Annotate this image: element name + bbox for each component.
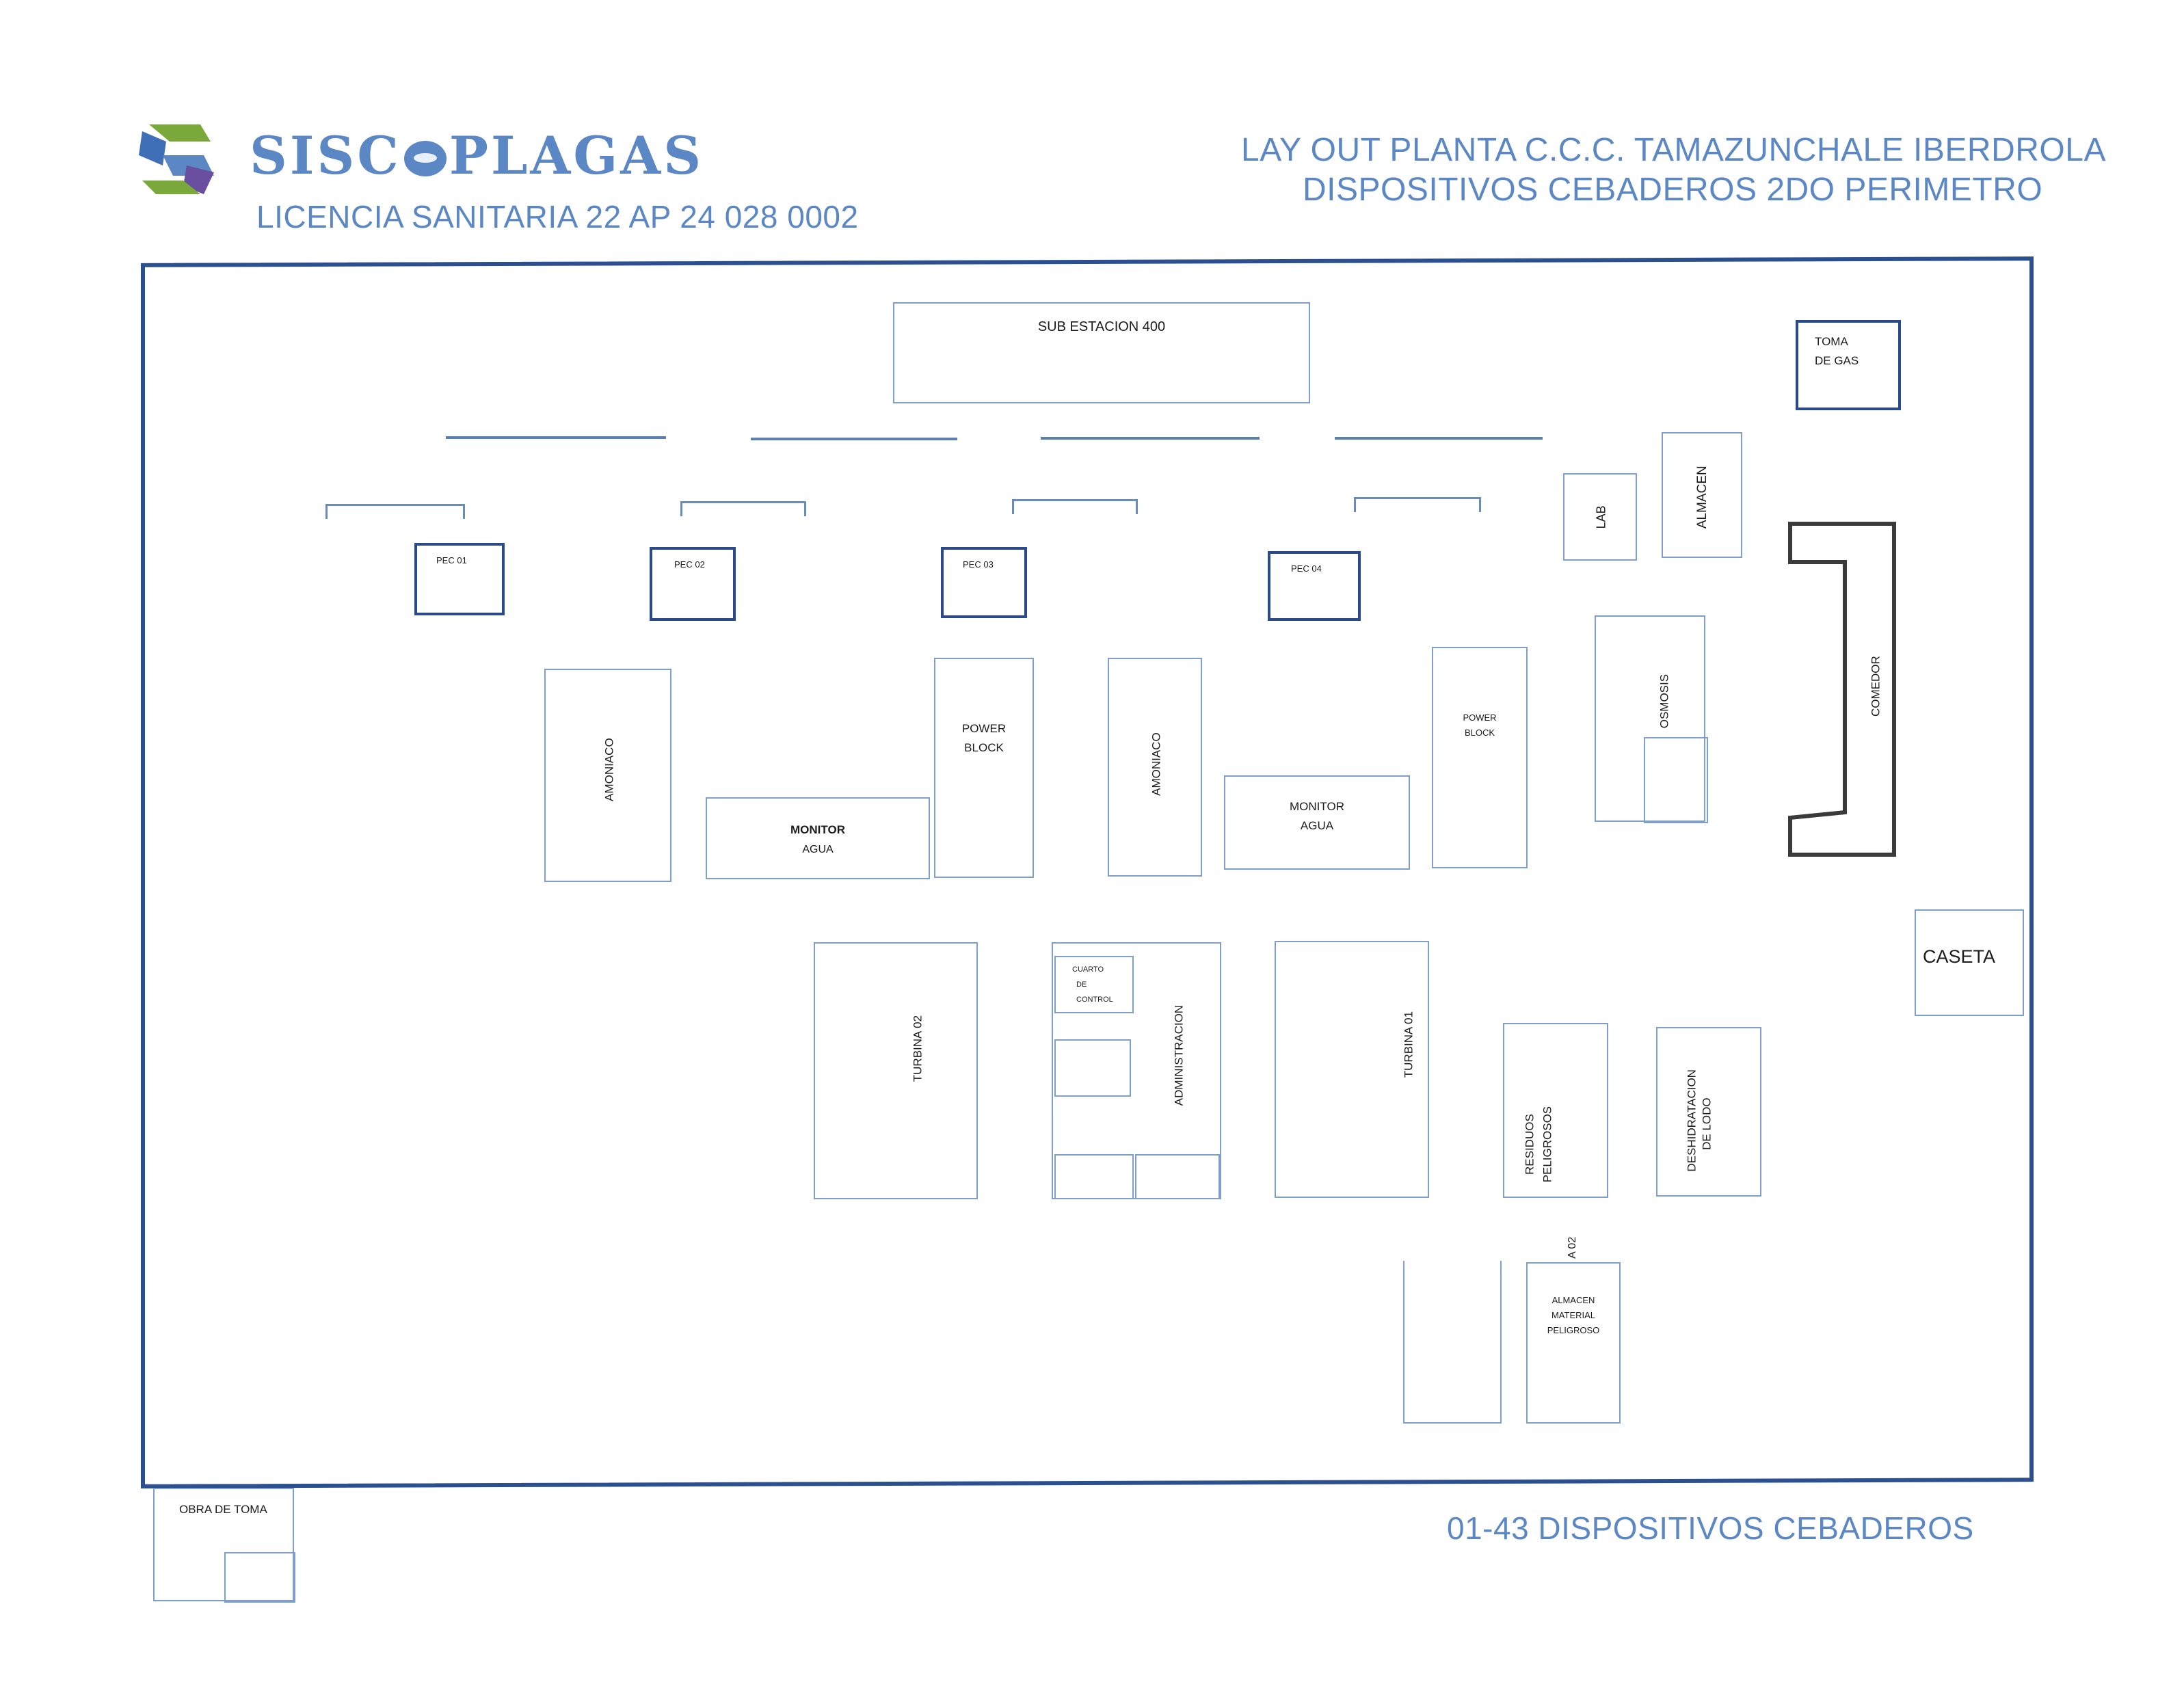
residuos-peligrosos: RESIDUOS PELIGROSOS [1503,1023,1608,1198]
monitor-agua-1: MONITOR AGUA [706,797,930,879]
comedor-label: COMEDOR [1869,656,1882,717]
devices-legend: 01-43 DISPOSITIVOS CEBADEROS [1447,1510,1974,1546]
administracion-label: ADMINISTRACION [1172,1004,1186,1106]
deshidratacion-de-lodo: DESHIDRATACION DE LODO [1656,1027,1761,1197]
osmosis: OSMOSIS [1595,615,1708,823]
bracket-1 [325,504,465,519]
power-block-2-line1: POWER [1463,712,1497,723]
brand-name-left: SISC [250,125,401,186]
lab: LAB [1563,473,1637,561]
power-block-2-line2: BLOCK [1464,728,1495,738]
pec-04: PEC 04 [1268,551,1361,621]
monitor-agua-1-line2: AGUA [802,844,834,855]
subestacion-400: SUB ESTACION 400 [893,302,1310,403]
cuarto-control-line1: CUARTO [1072,965,1104,974]
pec-01: PEC 01 [414,543,505,615]
caseta: CASETA [1915,909,2024,1016]
brand-o-icon [403,141,447,176]
monitor-agua-2-line2: AGUA [1300,819,1334,832]
power-block-1-line2: BLOCK [964,741,1004,754]
amoniaco-1: AMONIACO [544,669,671,882]
almacen-mat-line2: MATERIAL [1551,1310,1596,1320]
admin-sub-room-1 [1054,1039,1131,1097]
subestacion-label: SUB ESTACION 400 [1037,319,1166,334]
almacen-material-peligroso: ALMACEN MATERIAL PELIGROSO [1526,1262,1621,1424]
almacen: ALMACEN [1662,432,1742,558]
turbina-01-label: TURBINA 01 [1402,1011,1415,1078]
pec-01-label: PEC 01 [436,555,467,565]
power-block-1-line1: POWER [961,722,1007,735]
turbina-02-label: TURBINA 02 [911,1015,924,1082]
bracket-4 [1354,497,1481,512]
admin-sub-room-3 [1135,1154,1220,1199]
line-segment-2 [751,438,957,440]
turbina-area-box [1403,1261,1502,1424]
bracket-3 [1012,499,1138,514]
pec-03: PEC 03 [941,547,1027,618]
obra-de-toma: OBRA DE TOMA [153,1488,295,1603]
residuos-line2: PELIGROSOS [1541,1106,1554,1183]
lab-label: LAB [1594,505,1608,529]
administracion: CUARTO DE CONTROL ADMINISTRACION [1052,942,1221,1199]
comedor [1788,522,1896,857]
residuos-line1: RESIDUOS [1523,1114,1536,1175]
title-line-1: LAY OUT PLANTA C.C.C. TAMAZUNCHALE IBERD… [1241,132,2106,168]
almacen-label: ALMACEN [1694,466,1709,529]
monitor-agua-2-line1: MONITOR [1290,800,1344,813]
line-segment-3 [1041,437,1260,440]
osmosis-sub-box [1644,737,1708,823]
toma-gas-label-1: TOMA [1815,335,1848,348]
admin-sub-room-2 [1054,1154,1134,1199]
logo-s-icon [139,124,214,194]
osmosis-label: OSMOSIS [1657,673,1671,729]
monitor-agua-1-line1: MONITOR [790,823,845,836]
obra-de-toma-sub-box [224,1552,295,1603]
bracket-2 [680,501,806,516]
deshidratacion-line2: DE LODO [1700,1097,1714,1150]
turbina-01: TURBINA 01 [1275,941,1429,1198]
pec-02-label: PEC 02 [674,559,705,570]
amoniaco-2: AMONIACO [1108,658,1202,877]
obra-de-toma-label: OBRA DE TOMA [179,1503,267,1516]
line-segment-1 [446,436,666,439]
amoniaco-1-label: AMONIACO [602,738,616,801]
siscoplagas-logo [135,118,217,200]
monitor-agua-2: MONITOR AGUA [1224,775,1410,870]
pec-04-label: PEC 04 [1291,563,1322,574]
pec-02: PEC 02 [650,547,736,621]
caseta-label: CASETA [1923,946,1996,967]
pec-03-label: PEC 03 [963,559,994,570]
almacen-mat-line3: PELIGROSO [1547,1325,1600,1335]
toma-gas-label-2: DE GAS [1815,354,1859,367]
title-line-2: DISPOSITIVOS CEBADEROS 2DO PERIMETRO [1303,172,2043,208]
brand-name-right: PLAGAS [449,125,704,186]
cuarto-control-line3: CONTROL [1076,996,1113,1004]
power-block-1: POWER BLOCK [934,658,1034,878]
cuarto-de-control: CUARTO DE CONTROL [1054,956,1134,1013]
power-block-2: POWER BLOCK [1432,647,1528,868]
line-segment-4 [1335,437,1543,440]
cuarto-control-line2: DE [1076,980,1087,989]
almacen-mat-line1: ALMACEN [1552,1295,1595,1305]
plant-perimeter [141,256,2034,1489]
toma-de-gas: TOMA DE GAS [1796,320,1901,410]
amoniaco-2-label: AMONIACO [1149,732,1163,796]
turbina-02: TURBINA 02 [814,942,978,1199]
license-text: LICENCIA SANITARIA 22 AP 24 028 0002 [256,199,859,235]
brand-name: SISC PLAGAS [250,125,704,186]
